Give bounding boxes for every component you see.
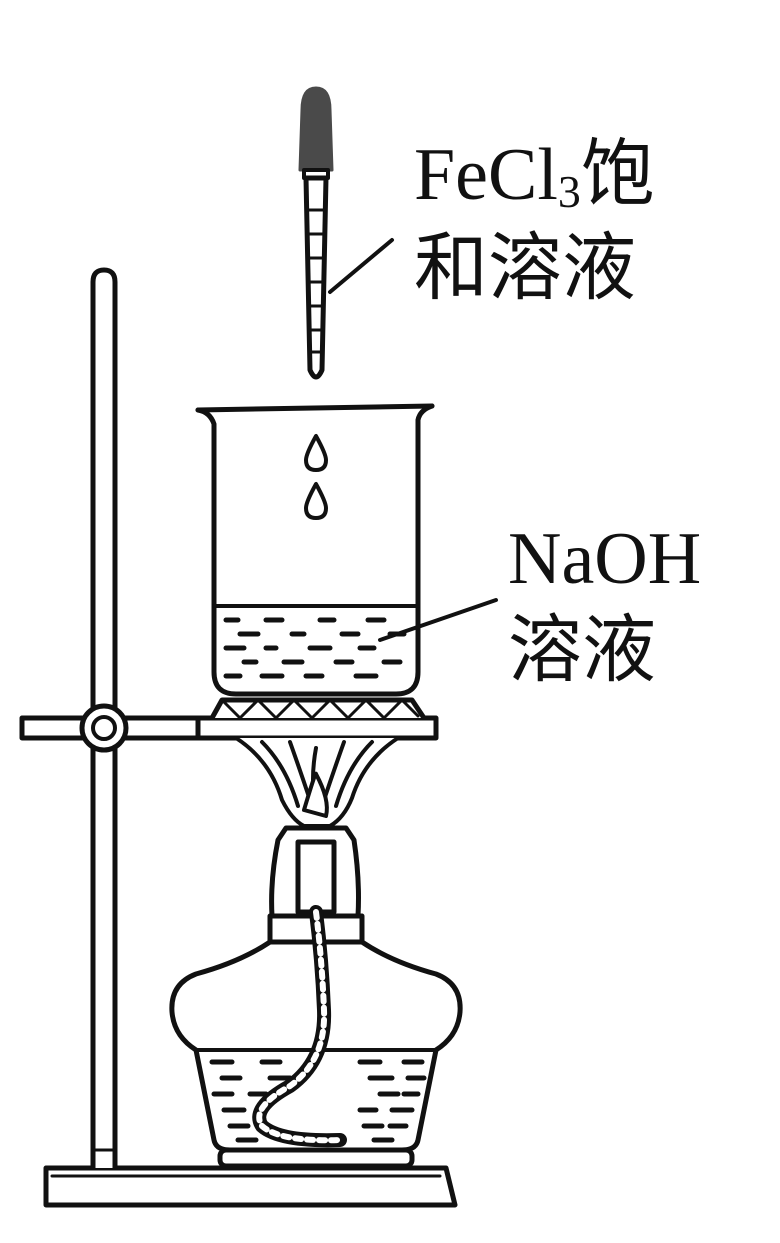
naoh-label-line2: 溶液: [508, 610, 656, 692]
fecl3-suffix: 饱: [580, 134, 655, 216]
clamp-arm: [19, 703, 205, 753]
fecl3-label-line1: FeCl3饱: [414, 138, 655, 215]
wick: [252, 905, 347, 1148]
alcohol-liquid: [209, 1059, 427, 1143]
alcohol-lamp: [169, 825, 463, 1169]
wire-gauze: [195, 697, 439, 741]
fecl3-label-line2: 和溶液: [414, 228, 636, 310]
fecl3-formula: FeCl: [414, 134, 558, 216]
flame: [234, 736, 400, 828]
dropper: [298, 86, 334, 380]
fecl3-subscript: 3: [557, 166, 581, 218]
stand-base: [43, 1165, 458, 1208]
naoh-leader-line: [378, 598, 498, 642]
dropper-leader-line: [328, 238, 394, 294]
falling-droplets: [304, 434, 328, 520]
naoh-label-line1: NaOH: [508, 518, 702, 600]
